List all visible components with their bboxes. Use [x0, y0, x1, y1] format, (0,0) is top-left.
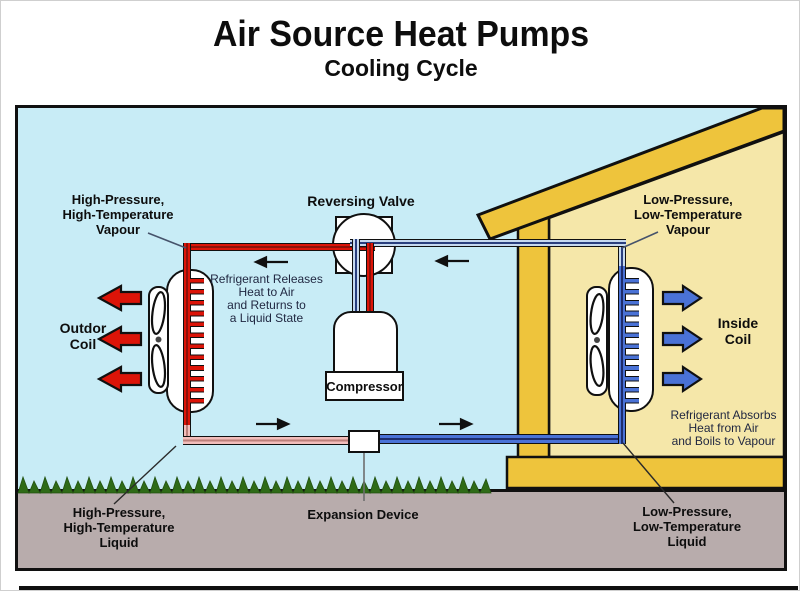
note-condenser: Refrigerant Releases Heat to Air and Ret… — [210, 272, 323, 325]
label-lp-liquid: Low-Pressure, Low-Temperature Liquid — [632, 504, 742, 549]
outdoor-coil-rungs — [190, 278, 204, 409]
foreground-shapes-layer — [96, 231, 703, 505]
flow-direction-arrows — [253, 254, 474, 431]
compressor-body — [333, 311, 398, 381]
label-inside-coil: Inside Coil — [717, 315, 759, 347]
pipe-suction-top — [350, 239, 626, 247]
pointer-hp-vapour — [147, 232, 187, 249]
pipe-liquid-elbow — [183, 425, 191, 445]
pointer-lp-liquid — [622, 442, 675, 504]
inside-fan-icon — [589, 293, 605, 387]
label-hp-vapour: High-Pressure, High-Temperature Vapour — [62, 192, 174, 237]
indoor-airflow-arrows — [661, 283, 703, 394]
grass — [17, 475, 492, 495]
label-reversing-valve: Reversing Valve — [307, 193, 415, 209]
pipe-condenser-spine — [183, 243, 191, 429]
indoor-airflow-arrow — [661, 283, 703, 313]
bottom-rule — [19, 586, 798, 590]
pipe-cold-bottom — [380, 434, 626, 444]
outdoor-airflow-arrow — [96, 284, 143, 312]
outdoor-airflow-arrow — [96, 365, 143, 393]
label-expansion-device: Expansion Device — [307, 507, 419, 522]
indoor-airflow-arrow — [661, 364, 703, 394]
outdoor-airflow-arrow — [96, 325, 143, 353]
label-lp-vapour: Low-Pressure, Low-Temperature Vapour — [633, 192, 743, 237]
pointer-lp-vapour — [621, 231, 659, 249]
inside-coil-rungs — [625, 278, 639, 406]
outdoor-fan-icon — [150, 291, 167, 388]
valve-suction-pipe — [352, 239, 360, 315]
valve-discharge-pipe — [366, 243, 374, 315]
expansion-device-box — [348, 430, 380, 453]
pointer-hp-liquid — [113, 445, 177, 505]
house-floor — [505, 455, 786, 490]
pointer-lines — [113, 231, 675, 505]
pipe-liquid-bottom — [183, 436, 349, 445]
compressor-label-box: Compressor — [325, 371, 404, 401]
pipe-discharge-top — [183, 243, 375, 251]
pipe-suction-drop — [618, 239, 626, 270]
page-subtitle: Cooling Cycle — [324, 55, 478, 81]
page-title: Air Source Heat Pumps — [212, 13, 590, 54]
diagram-scene: Compressor — [15, 105, 787, 571]
label-outdoor-coil: Outdor Coil — [59, 320, 107, 352]
note-evaporator: Refrigerant Absorbs Heat from Air and Bo… — [670, 408, 777, 448]
compressor-label: Compressor — [326, 378, 403, 394]
pipe-evaporator-riser — [618, 266, 626, 444]
outdoor-airflow-arrows — [96, 284, 143, 393]
house-roof — [475, 106, 786, 241]
label-hp-liquid: High-Pressure, High-Temperature Liquid — [63, 505, 175, 550]
indoor-airflow-arrow — [661, 324, 703, 354]
